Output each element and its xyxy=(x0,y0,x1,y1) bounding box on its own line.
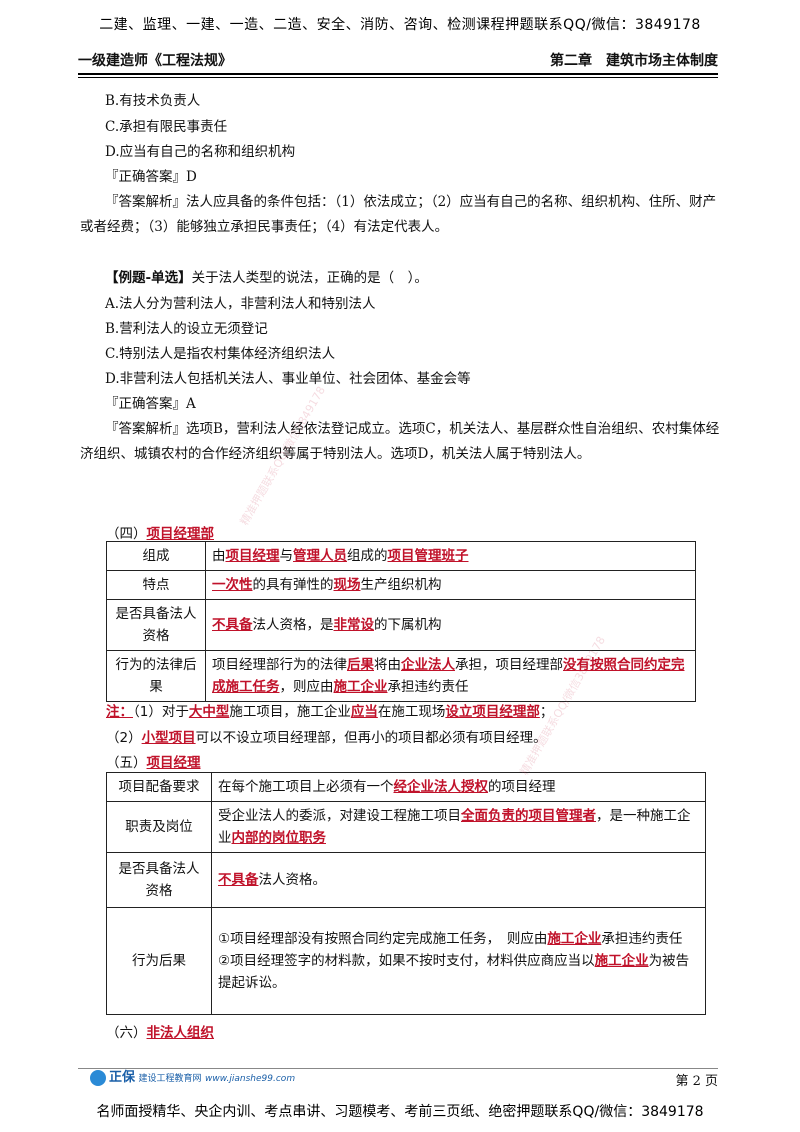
project-manager-table: 项目配备要求 在每个施工项目上必须有一个经企业法人授权的项目经理 职责及岗位 受… xyxy=(106,772,706,1015)
row-value: 受企业法人的委派，对建设工程施工项目全面负责的项目管理者，是一种施工企业内部的岗… xyxy=(211,801,706,853)
table-row: 是否具备法人资格 不具备法人资格。 xyxy=(106,852,706,908)
footer-rule xyxy=(78,1068,718,1069)
header-rule xyxy=(78,73,718,75)
table-row: 职责及岗位 受企业法人的委派，对建设工程施工项目全面负责的项目管理者，是一种施工… xyxy=(106,801,706,853)
q2-stem: 【例题-单选】关于法人类型的说法，正确的是（ ）。 xyxy=(105,268,428,288)
section-4-title: 项目经理部 xyxy=(146,526,215,542)
q2-stem-text: 关于法人类型的说法，正确的是（ ）。 xyxy=(191,270,428,286)
row-value: ①项目经理部没有按照合同约定完成施工任务， 则应由施工企业承担违约责任 ②项目经… xyxy=(211,907,706,1015)
q1-analysis: 『答案解析』法人应具备的条件包括：（1）依法成立；（2）应当有自己的名称、组织机… xyxy=(80,194,717,235)
q2-option-a: A.法人分为营利法人，非营利法人和特别法人 xyxy=(105,296,376,312)
note-label: 注： xyxy=(106,704,133,720)
top-banner: 二建、监理、一建、一造、二造、安全、消防、咨询、检测课程押题联系QQ/微信：38… xyxy=(99,17,701,33)
table-row: 是否具备法人资格 不具备法人资格，是非常设的下属机构 xyxy=(106,599,696,651)
q2-option-d: D.非营利法人包括机关法人、事业单位、社会团体、基金会等 xyxy=(105,371,471,387)
q2-option-c: C.特别法人是指农村集体经济组织法人 xyxy=(105,346,336,362)
section-4-note-2: （2）小型项目可以不设立项目经理部，但再小的项目都必须有项目经理。 xyxy=(106,730,547,746)
row-value: 不具备法人资格。 xyxy=(211,852,706,908)
section-6-number: （六） xyxy=(106,1025,147,1041)
q2-option-b: B.营利法人的设立无须登记 xyxy=(105,321,268,337)
q2-answer: 『正确答案』A xyxy=(105,396,196,412)
q1-option-d: D.应当有自己的名称和组织机构 xyxy=(105,144,296,160)
row-key: 行为的法律后果 xyxy=(106,650,206,702)
q1-answer: 『正确答案』D xyxy=(105,169,197,185)
q1-option-b: B.有技术负责人 xyxy=(105,93,201,109)
table-row: 项目配备要求 在每个施工项目上必须有一个经企业法人授权的项目经理 xyxy=(106,772,706,802)
section-4-note-1: 注：（1）对于大中型施工项目，施工企业应当在施工现场设立项目经理部； xyxy=(106,704,554,720)
q2-tag: 【例题-单选】 xyxy=(105,270,192,286)
row-value: 由项目经理与管理人员组成的项目管理班子 xyxy=(205,541,696,571)
row-key: 特点 xyxy=(106,570,206,600)
q1-option-c: C.承担有限民事责任 xyxy=(105,119,228,135)
row-key: 职责及岗位 xyxy=(106,801,212,853)
header-book-title: 一级建造师《工程法规》 xyxy=(78,53,232,69)
footer-logo: 正保 建设工程教育网 www.jianshe99.com xyxy=(90,1066,295,1086)
section-5-number: （五） xyxy=(106,755,147,771)
section-5-title: 项目经理 xyxy=(146,755,201,771)
section-5-heading: （五）项目经理 xyxy=(106,751,201,771)
table-row: 行为的法律后果 项目经理部行为的法律后果将由企业法人承担，项目经理部没有按照合同… xyxy=(106,650,696,702)
header-chapter-title: 第二章 建筑市场主体制度 xyxy=(550,53,718,69)
section-6-heading: （六）非法人组织 xyxy=(106,1021,214,1041)
logo-mark-icon xyxy=(90,1070,106,1086)
row-value: 在每个施工项目上必须有一个经企业法人授权的项目经理 xyxy=(211,772,706,802)
row-value: 项目经理部行为的法律后果将由企业法人承担，项目经理部没有按照合同约定完成施工任务… xyxy=(205,650,696,702)
section-4-heading: （四）项目经理部 xyxy=(106,522,214,542)
row-value: 一次性的具有弹性的现场生产组织机构 xyxy=(205,570,696,600)
section-4-number: （四） xyxy=(106,526,147,542)
row-key: 是否具备法人资格 xyxy=(106,852,212,908)
row-key: 是否具备法人资格 xyxy=(106,599,206,651)
row-key: 项目配备要求 xyxy=(106,772,212,802)
table-row: 特点 一次性的具有弹性的现场生产组织机构 xyxy=(106,570,696,600)
row-value: 不具备法人资格，是非常设的下属机构 xyxy=(205,599,696,651)
page-number: 第 2 页 xyxy=(675,1074,718,1089)
header-rule-thin xyxy=(78,77,718,78)
project-dept-table: 组成 由项目经理与管理人员组成的项目管理班子 特点 一次性的具有弹性的现场生产组… xyxy=(106,541,696,702)
bottom-banner: 名师面授精华、央企内训、考点串讲、习题模考、考前三页纸、绝密押题联系QQ/微信：… xyxy=(96,1104,704,1120)
table-row: 行为后果 ①项目经理部没有按照合同约定完成施工任务， 则应由施工企业承担违约责任… xyxy=(106,907,706,1015)
row-key: 行为后果 xyxy=(106,907,212,1015)
row-key: 组成 xyxy=(106,541,206,571)
table-row: 组成 由项目经理与管理人员组成的项目管理班子 xyxy=(106,541,696,571)
section-6-title: 非法人组织 xyxy=(146,1025,215,1041)
q2-analysis: 『答案解析』选项B，营利法人经依法登记成立。选项C，机关法人、基层群众性自治组织… xyxy=(80,421,720,462)
